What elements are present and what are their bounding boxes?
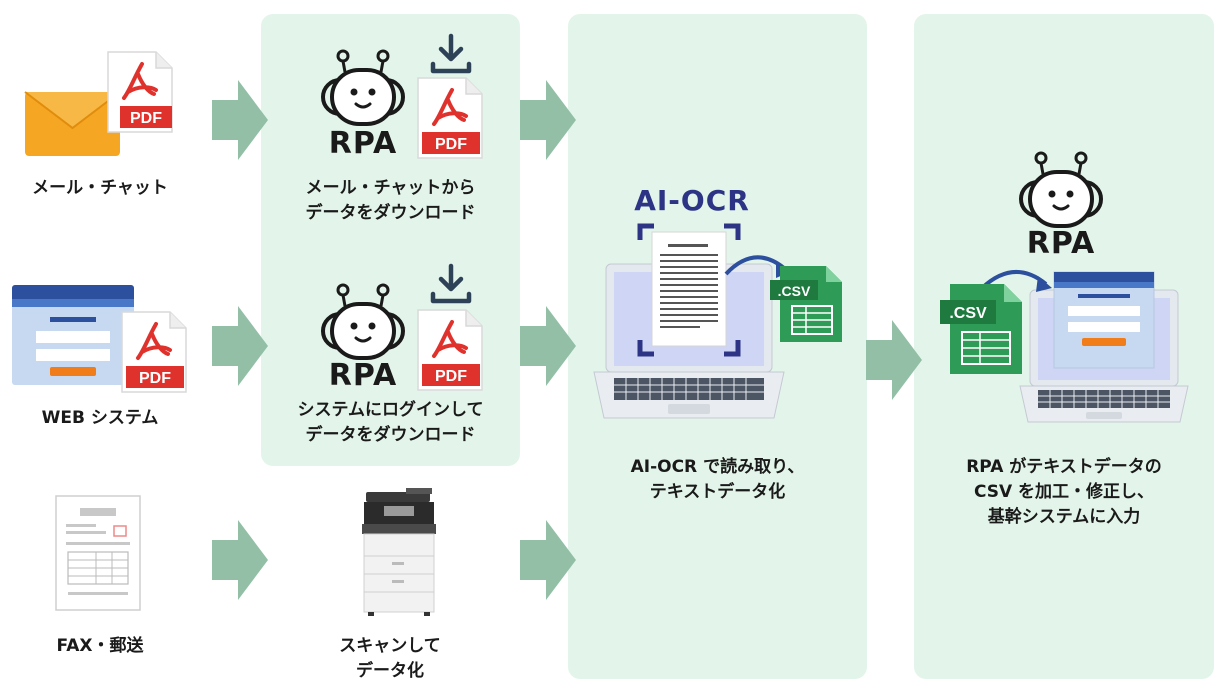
pdf-tag-text: PDF — [139, 370, 171, 387]
arrow-right-icon — [866, 320, 922, 400]
pdf-file-icon: PDF — [107, 51, 173, 133]
robot-icon — [1019, 151, 1103, 228]
envelope-icon — [24, 91, 121, 156]
scan-frame-icon — [637, 223, 741, 357]
robot-icon — [321, 49, 405, 126]
source-label-web-system: WEB システム — [41, 408, 159, 428]
rpa-step-label-system: システムにログインして データをダウンロード — [297, 400, 484, 445]
final-step-label: RPA がテキストデータの CSV を加工・修正し、 基幹システムに入力 — [966, 457, 1162, 527]
download-icon — [430, 263, 472, 304]
curved-arrow-icon — [980, 269, 1052, 292]
arrow-right-icon — [520, 80, 576, 160]
download-icon — [430, 33, 472, 74]
robot-icon — [321, 283, 405, 360]
csv-file-icon: .CSV — [940, 284, 1022, 374]
source-label-fax-mail: FAX・郵送 — [56, 636, 144, 656]
pdf-file-icon: PDF — [417, 77, 483, 159]
ai-ocr-title: AI-OCR — [634, 184, 750, 217]
rpa-label: RPA — [328, 358, 398, 393]
pdf-tag-text: PDF — [435, 368, 467, 385]
arrow-right-icon — [212, 520, 268, 600]
pdf-tag-text: PDF — [435, 136, 467, 153]
laptop-icon — [1019, 271, 1189, 423]
copier-icon — [362, 488, 436, 616]
scan-step-label: スキャンして データ化 — [339, 636, 441, 681]
csv-file-icon: .CSV — [770, 266, 842, 342]
source-label-email-chat: メール・チャット — [32, 178, 168, 198]
rpa-step-label-email: メール・チャットから データをダウンロード — [305, 178, 476, 223]
fax-document-icon — [55, 495, 141, 611]
pdf-tag-text: PDF — [130, 110, 162, 127]
arrow-right-icon — [212, 306, 268, 386]
csv-tag-text: .CSV — [778, 283, 811, 299]
arrow-right-icon — [212, 80, 268, 160]
ocr-step-label: AI-OCR で読み取り、 テキストデータ化 — [630, 457, 805, 502]
arrow-right-icon — [520, 306, 576, 386]
web-window-icon — [12, 285, 134, 385]
rpa-label: RPA — [1026, 226, 1096, 261]
pdf-file-icon: PDF — [121, 311, 187, 393]
arrow-right-icon — [520, 520, 576, 600]
rpa-label: RPA — [328, 126, 398, 161]
csv-tag-text: .CSV — [949, 305, 987, 322]
pdf-file-icon: PDF — [417, 309, 483, 391]
